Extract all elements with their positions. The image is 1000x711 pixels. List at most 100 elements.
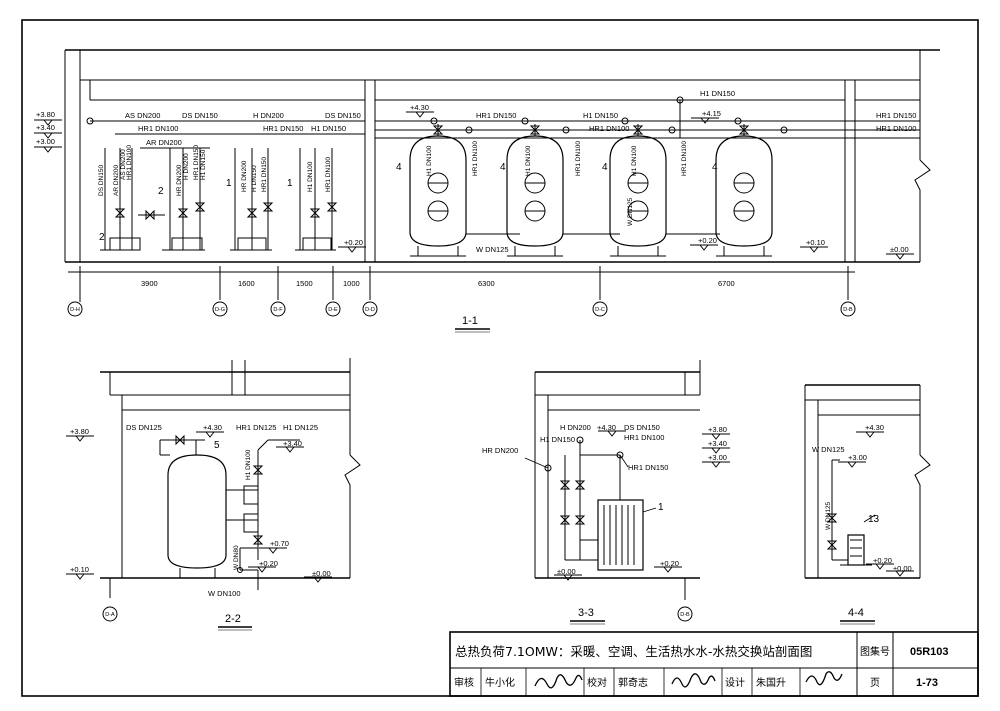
page-label: 页 bbox=[870, 677, 880, 689]
dimension: 1500 bbox=[296, 279, 313, 288]
elev-text: +3.40 bbox=[283, 439, 302, 448]
signature-design bbox=[805, 671, 843, 686]
vertical-pipe-label: H1 DN100 bbox=[525, 145, 532, 176]
elev-text: +0.70 bbox=[270, 539, 289, 548]
axis-label: D-G bbox=[215, 307, 225, 313]
vertical-pipe-label: H1 DN100 bbox=[245, 449, 252, 480]
pipe-label: HR1 DN150 bbox=[628, 463, 668, 472]
elev-text: +0.10 bbox=[70, 565, 89, 574]
axis-label: D-H bbox=[70, 307, 80, 313]
vertical-pipe-label: H1 DN100 bbox=[426, 145, 433, 176]
signature-review bbox=[534, 674, 583, 689]
elev-text: ±0.00 bbox=[557, 567, 576, 576]
vertical-pipe-label: HR1 DN100 bbox=[126, 145, 133, 180]
review-name: 牛小化 bbox=[485, 676, 515, 689]
elev-text: +4.30 bbox=[410, 103, 429, 112]
pipe-label: HR1 DN150 bbox=[263, 124, 303, 133]
vertical-pipe-label: DS DN150 bbox=[98, 165, 105, 196]
callout-number: 13 bbox=[868, 514, 880, 525]
page-number: 1-73 bbox=[916, 677, 938, 689]
elev-text: ±0.00 bbox=[890, 245, 909, 254]
elev-text: +4.30 bbox=[203, 423, 222, 432]
elev-text: +3.00 bbox=[848, 453, 867, 462]
elev-text: +0.20 bbox=[873, 556, 892, 565]
signature-check bbox=[671, 673, 716, 688]
elev-text: +3.80 bbox=[70, 427, 89, 436]
callout-number: 1 bbox=[658, 502, 664, 513]
section-4-4 bbox=[804, 384, 931, 579]
vertical-pipe-label: W DN80 bbox=[233, 545, 240, 570]
atlas-label: 图集号 bbox=[860, 645, 890, 658]
elev-text: +4.15 bbox=[702, 109, 721, 118]
elev-text: +0.10 bbox=[806, 238, 825, 247]
axis-label: D-C bbox=[595, 307, 605, 313]
elev-text: +3.00 bbox=[36, 137, 55, 146]
pipe-label: H DN200 bbox=[253, 111, 284, 120]
drawing-title: 总热负荷7.1OMW：采暖、空调、生活热水水-水热交换站剖面图 bbox=[455, 644, 812, 659]
vertical-pipe-label: AR DN200 bbox=[113, 165, 120, 196]
pipe-label: H1 DN150 bbox=[540, 435, 575, 444]
pipe-label: AS DN200 bbox=[125, 111, 160, 120]
elev-text: +0.20 bbox=[344, 238, 363, 247]
vertical-pipe-label: HR1 DN100 bbox=[681, 141, 688, 176]
pipe-label: HR DN200 bbox=[482, 446, 518, 455]
vertical-pipe-label: H DN150 bbox=[251, 165, 258, 192]
dimension: 6300 bbox=[478, 279, 495, 288]
elev-text: +0.20 bbox=[259, 559, 278, 568]
vertical-pipe-label: H DN200 bbox=[183, 153, 190, 180]
vertical-pipe-label: HR DN200 bbox=[241, 160, 248, 192]
callout-number: 4 bbox=[712, 162, 718, 173]
section-title: 2-2 bbox=[225, 613, 241, 625]
axis-bubbles-1-1 bbox=[67, 300, 856, 317]
axis-label: D-F bbox=[273, 307, 283, 313]
elev-text: +4.30 bbox=[865, 423, 884, 432]
pipe-label: HR1 DN100 bbox=[876, 124, 916, 133]
vertical-pipe-label: H1 DN150 bbox=[200, 149, 207, 180]
pipe-label: HR1 DN100 bbox=[589, 124, 629, 133]
callout-number: 1 bbox=[226, 178, 232, 189]
check-label: 校对 bbox=[587, 676, 607, 689]
pipe-label: DS DN150 bbox=[325, 111, 361, 120]
elev-text: ±0.00 bbox=[893, 564, 912, 573]
elev-text: +0.20 bbox=[660, 559, 679, 568]
pipe-label: AR DN200 bbox=[146, 138, 182, 147]
dimension: 6700 bbox=[718, 279, 735, 288]
vertical-pipe-label: HR1 DN100 bbox=[575, 141, 582, 176]
axis-label: D-B bbox=[843, 307, 853, 313]
callout-number: 2 bbox=[99, 232, 105, 243]
callout-number: 4 bbox=[602, 162, 608, 173]
pipe-label: H1 DN150 bbox=[583, 111, 618, 120]
section-2-2 bbox=[100, 358, 361, 598]
section-3-3 bbox=[534, 360, 701, 600]
dimension: 3900 bbox=[141, 279, 158, 288]
pipe-label: HR1 DN125 bbox=[236, 423, 276, 432]
callout-number: 4 bbox=[396, 162, 402, 173]
pipe-label: W DN100 bbox=[208, 589, 241, 598]
callout-number: 1 bbox=[287, 178, 293, 189]
vertical-pipe-label: W DN125 bbox=[627, 197, 634, 226]
callout-number: 4 bbox=[500, 162, 506, 173]
vertical-pipe-label: AS DN200 bbox=[120, 149, 127, 180]
dimension: 1000 bbox=[343, 279, 360, 288]
title-block bbox=[449, 631, 979, 697]
pipe-label: H1 DN150 bbox=[311, 124, 346, 133]
vertical-pipe-label: HR1 DN150 bbox=[261, 157, 268, 192]
pipe-label: HR1 DN150 bbox=[876, 111, 916, 120]
pipe-label: HR1 DN100 bbox=[138, 124, 178, 133]
elev-text: +3.80 bbox=[708, 425, 727, 434]
elev-text: +3.00 bbox=[708, 453, 727, 462]
design-label: 设计 bbox=[725, 676, 745, 689]
section-1-1 bbox=[64, 49, 940, 300]
vertical-pipe-label: W DN125 bbox=[825, 501, 832, 530]
pipe-label: DS DN150 bbox=[182, 111, 218, 120]
axis-label: D-E bbox=[328, 307, 338, 313]
section-title: 4-4 bbox=[848, 607, 864, 619]
section-title: 3-3 bbox=[578, 607, 594, 619]
axis-label: D-D bbox=[365, 307, 375, 313]
pipe-label: H1 DN125 bbox=[283, 423, 318, 432]
pipe-label: H DN200 bbox=[560, 423, 591, 432]
vertical-pipe-label: HR1 DN100 bbox=[325, 157, 332, 192]
vertical-pipe-label: HR1 DN150 bbox=[193, 145, 200, 180]
vertical-pipe-label: HR DN200 bbox=[176, 164, 183, 196]
elev-text: +4.30 bbox=[597, 423, 616, 432]
